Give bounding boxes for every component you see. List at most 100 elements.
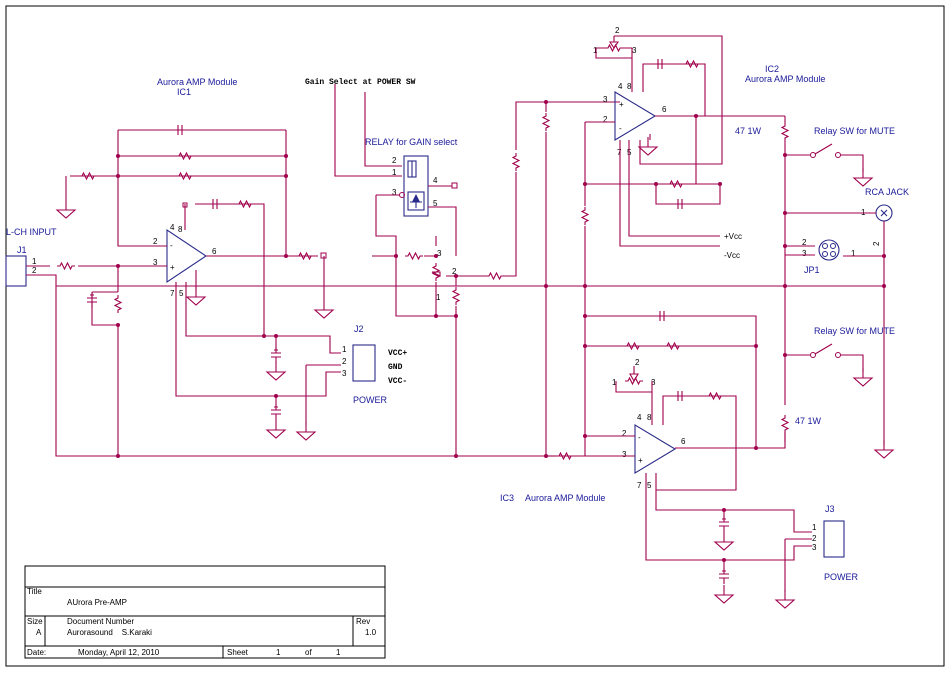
j2-vcc-minus: VCC- xyxy=(388,377,407,386)
output-section: 47 1W Relay SW for MUTE RCA JACK 1 2 2 3… xyxy=(56,116,909,459)
svg-text:3: 3 xyxy=(342,369,347,378)
svg-text:1: 1 xyxy=(612,378,617,387)
svg-text:-: - xyxy=(638,433,641,442)
svg-text:2: 2 xyxy=(622,429,627,438)
r47-label-2: 47 1W xyxy=(795,416,822,426)
svg-text:1: 1 xyxy=(32,257,37,266)
svg-text:2: 2 xyxy=(342,357,347,366)
j2-vcc-plus: VCC+ xyxy=(388,349,407,358)
svg-text:1: 1 xyxy=(436,293,441,302)
gain-select-label: Gain Select at POWER SW xyxy=(305,78,416,87)
ic1-ref: IC1 xyxy=(177,87,191,97)
svg-text:+: + xyxy=(619,100,624,109)
j3-power-label: POWER xyxy=(824,572,859,582)
svg-text:8: 8 xyxy=(647,413,652,422)
svg-text:5: 5 xyxy=(647,481,652,490)
svg-text:2: 2 xyxy=(802,238,807,247)
svg-text:1: 1 xyxy=(812,523,817,532)
jp1-ref: JP1 xyxy=(804,265,820,275)
svg-text:2: 2 xyxy=(635,358,640,367)
svg-text:4: 4 xyxy=(618,82,623,91)
ic2-title: Aurora AMP Module xyxy=(745,74,825,84)
j1-ref: J1 xyxy=(17,245,27,255)
date-label: Date: xyxy=(27,648,46,657)
plus-vcc-label: +Vcc xyxy=(724,232,742,241)
ic3-title: Aurora AMP Module xyxy=(525,493,605,503)
ic2-block: IC2 Aurora AMP Module + - 3 2 6 4 8 7 5 … xyxy=(542,26,825,456)
of-label: of xyxy=(305,648,312,657)
j2-gnd: GND xyxy=(388,363,403,372)
svg-text:3: 3 xyxy=(632,46,637,55)
title-block: Title AUrora Pre-AMP Size A Document Num… xyxy=(24,565,386,659)
svg-text:2: 2 xyxy=(32,266,37,275)
svg-text:1: 1 xyxy=(392,168,397,177)
svg-text:3: 3 xyxy=(153,258,158,267)
date-value: Monday, April 12, 2010 xyxy=(78,648,160,657)
svg-text:3: 3 xyxy=(622,450,627,459)
j2-ref: J2 xyxy=(354,324,364,334)
svg-text:1: 1 xyxy=(342,345,347,354)
ic1-title: Aurora AMP Module xyxy=(157,77,237,87)
sheet-value: 1 xyxy=(276,648,281,657)
rev-label: Rev xyxy=(356,617,370,626)
size-value: A xyxy=(36,628,42,637)
svg-text:6: 6 xyxy=(212,247,217,256)
svg-text:5: 5 xyxy=(179,289,184,298)
svg-text:2: 2 xyxy=(153,237,158,246)
title-value: AUrora Pre-AMP xyxy=(67,598,127,607)
svg-text:7: 7 xyxy=(637,481,642,490)
svg-text:2: 2 xyxy=(872,241,881,246)
sheet-border xyxy=(5,5,945,667)
ic2-ref: IC2 xyxy=(765,64,779,74)
svg-text:2: 2 xyxy=(603,115,608,124)
svg-text:2: 2 xyxy=(452,267,457,276)
svg-text:2: 2 xyxy=(812,534,817,543)
svg-text:3: 3 xyxy=(437,249,442,258)
svg-text:-: - xyxy=(619,124,622,133)
svg-text:3: 3 xyxy=(392,188,397,197)
svg-text:4: 4 xyxy=(170,223,175,232)
relay-gain-label: RELAY for GAIN select xyxy=(365,137,458,147)
j2-power-label: POWER xyxy=(353,395,388,405)
svg-text:2: 2 xyxy=(615,26,620,35)
ic1-block: Aurora AMP Module IC1 - + 2 3 6 4 8 7 5 xyxy=(56,77,341,441)
svg-text:3: 3 xyxy=(802,249,807,258)
svg-text:7: 7 xyxy=(170,289,175,298)
r47-label-1: 47 1W xyxy=(735,126,762,136)
svg-text:5: 5 xyxy=(433,199,438,208)
lch-input-label: L-CH INPUT xyxy=(6,227,57,237)
of-value: 1 xyxy=(336,648,341,657)
svg-text:3: 3 xyxy=(603,95,608,104)
svg-text:8: 8 xyxy=(178,225,183,234)
svg-text:+: + xyxy=(170,263,175,272)
title-label: Title xyxy=(27,587,42,596)
j3-ref: J3 xyxy=(825,504,835,514)
ic3-ref: IC3 xyxy=(500,493,514,503)
svg-text:3: 3 xyxy=(812,543,817,552)
svg-text:+: + xyxy=(638,456,643,465)
relay-gain-block: Gain Select at POWER SW RELAY for GAIN s… xyxy=(305,78,620,458)
minus-vcc-label: -Vcc xyxy=(724,251,740,260)
svg-text:6: 6 xyxy=(662,105,667,114)
svg-text:4: 4 xyxy=(637,413,642,422)
docnum-value: Aurorasound S.Karaki xyxy=(67,628,152,637)
svg-text:6: 6 xyxy=(681,437,686,446)
relay-mute-label-1: Relay SW for MUTE xyxy=(814,126,895,136)
relay-mute-label-2: Relay SW for MUTE xyxy=(814,326,895,336)
svg-text:3: 3 xyxy=(651,378,656,387)
power-j2: J2 1 2 3 VCC+ GND VCC- POWER xyxy=(342,324,407,405)
ic3-block: IC3 Aurora AMP Module - + 2 3 6 4 8 7 5 … xyxy=(500,310,812,609)
size-label: Size xyxy=(27,617,43,626)
input-j1: L-CH INPUT J1 1 2 xyxy=(5,227,620,458)
sheet-label: Sheet xyxy=(227,648,249,657)
svg-text:1: 1 xyxy=(851,249,856,258)
svg-text:4: 4 xyxy=(433,176,438,185)
svg-text:2: 2 xyxy=(392,156,397,165)
docnum-label: Document Number xyxy=(67,617,134,626)
power-j3: J3 1 2 3 POWER xyxy=(812,504,859,582)
rev-value: 1.0 xyxy=(365,628,377,637)
svg-text:8: 8 xyxy=(627,82,632,91)
rca-jack-label: RCA JACK xyxy=(865,187,909,197)
svg-text:-: - xyxy=(170,241,173,250)
